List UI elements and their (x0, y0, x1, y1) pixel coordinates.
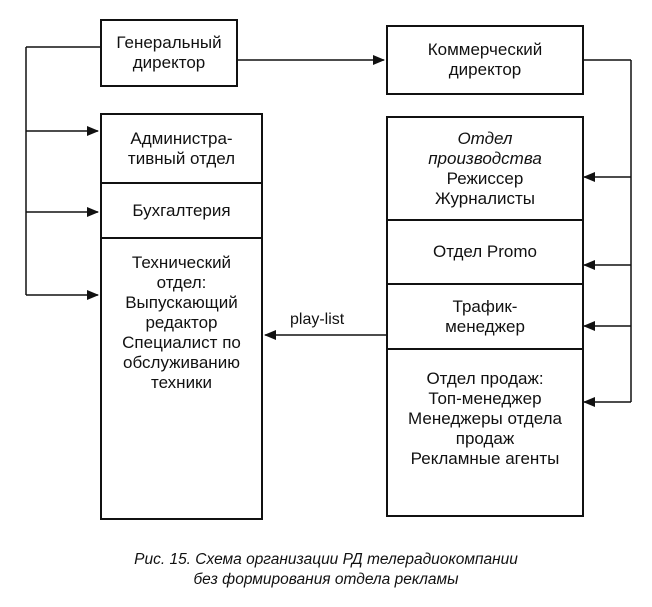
commercial-director-line-1: Коммерческий (427, 40, 543, 59)
admin-dept-line-1: Администра- (130, 128, 233, 148)
right-departments-box: Отдел производства Режиссер Журналисты О… (386, 116, 584, 517)
production-member-1: Режиссер (446, 168, 524, 188)
technical-line-2: отдел: (156, 273, 207, 292)
technical-line-1: Технический (131, 253, 232, 272)
admin-dept-line-2: тивный отдел (127, 148, 236, 168)
traffic-line-1: Трафик- (452, 296, 518, 316)
production-title-line-1: Отдел (457, 128, 513, 148)
sales-line-2: Топ-менеджер (428, 389, 542, 408)
production-title-line-2: производства (428, 148, 542, 168)
promo-label: Отдел Promo (433, 242, 537, 261)
commercial-director-line-2: директор (448, 60, 522, 79)
accounting-label: Бухгалтерия (132, 200, 231, 220)
right-divider-2 (388, 283, 582, 285)
sales-line-5: Рекламные агенты (410, 449, 560, 468)
technical-line-7: техники (151, 373, 212, 392)
left-divider-2 (102, 237, 261, 239)
traffic-manager-cell: Трафик- менеджер (388, 285, 582, 348)
technical-line-4: редактор (145, 313, 218, 332)
playlist-label: play-list (290, 311, 345, 328)
accounting-cell: Бухгалтерия (102, 184, 261, 237)
right-divider-1 (388, 219, 582, 221)
caption-line-1: Рис. 15. Схема организации РД телерадиок… (134, 551, 518, 568)
technical-line-5: Специалист по (122, 333, 241, 352)
commercial-director-box: Коммерческий директор (386, 25, 584, 95)
caption-line-2: без формирования отдела рекламы (193, 571, 459, 588)
production-dept-cell: Отдел производства Режиссер Журналисты (388, 118, 582, 219)
technical-dept-cell: Технический отдел: Выпускающий редактор … (102, 253, 261, 518)
sales-line-3: Менеджеры отдела (408, 409, 562, 428)
general-director-box: Генеральный директор (100, 19, 238, 87)
admin-dept-cell: Администра- тивный отдел (102, 115, 261, 182)
promo-dept-cell: Отдел Promo (388, 221, 582, 283)
left-divider-1 (102, 182, 261, 184)
general-director-line-1: Генеральный (116, 33, 222, 52)
production-member-2: Журналисты (434, 188, 536, 208)
right-divider-3 (388, 348, 582, 350)
traffic-line-2: менеджер (445, 316, 525, 336)
figure-caption: Рис. 15. Схема организации РД телерадиок… (0, 550, 652, 590)
sales-line-4: продаж (455, 429, 515, 448)
sales-dept-cell: Отдел продаж: Топ-менеджер Менеджеры отд… (388, 369, 582, 515)
technical-line-6: обслуживанию (123, 353, 240, 372)
left-departments-box: Администра- тивный отдел Бухгалтерия Тех… (100, 113, 263, 520)
technical-line-3: Выпускающий (125, 293, 238, 312)
sales-line-1: Отдел продаж: (426, 369, 544, 388)
general-director-line-2: директор (132, 53, 206, 72)
